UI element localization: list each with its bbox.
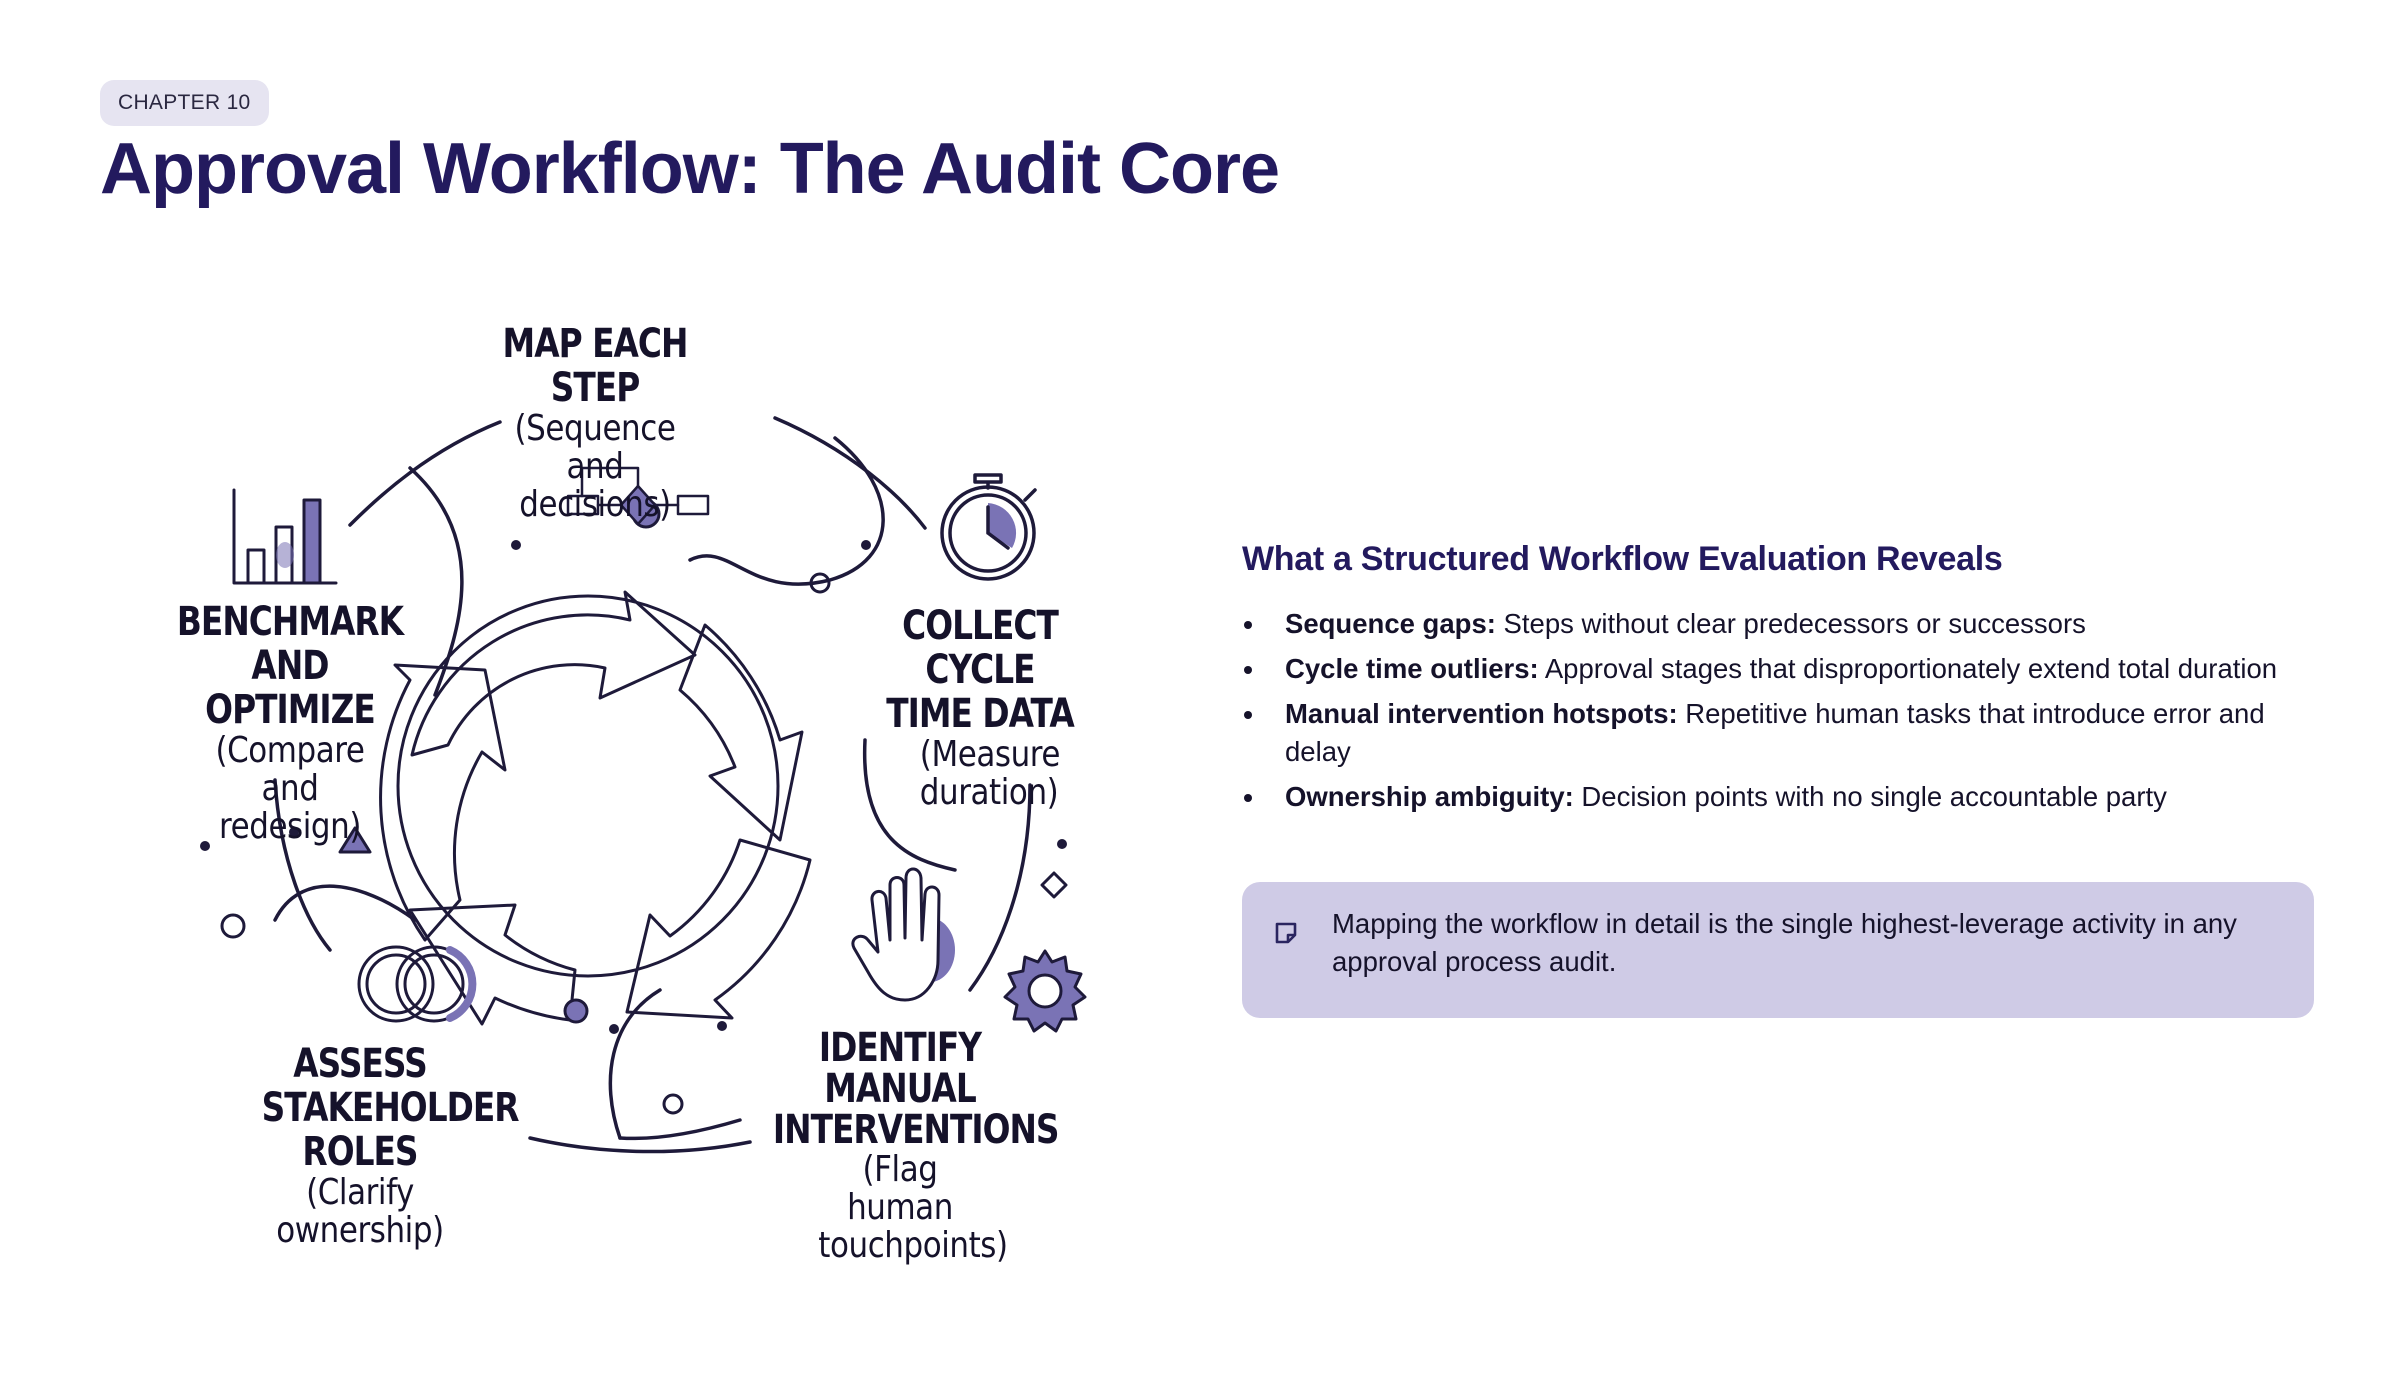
bullet-term: Sequence gaps: — [1285, 608, 1496, 639]
bullet-text: Steps without clear predecessors or succ… — [1495, 608, 2086, 639]
step-title: MAP EACH STEP — [502, 321, 689, 411]
cycle-arrow-left — [379, 663, 507, 942]
evaluation-panel: What a Structured Workflow Evaluation Re… — [1242, 540, 2322, 823]
page-title: Approval Workflow: The Audit Core — [100, 129, 1280, 209]
step-subtitle: (Clarify ownership) — [276, 1172, 444, 1251]
stopwatch-icon — [940, 473, 1037, 581]
list-item: Ownership ambiguity: Decision points wit… — [1242, 778, 2322, 816]
bullet-text: Decision points with no single accountab… — [1573, 781, 2167, 812]
cycle-arrow-bottom-left — [408, 903, 577, 1026]
flowchart-icon — [566, 466, 710, 526]
bullet-term: Cycle time outliers: — [1285, 653, 1539, 684]
list-item: Cycle time outliers: Approval stages tha… — [1242, 650, 2322, 688]
step-title: BENCHMARK AND OPTIMIZE — [176, 599, 404, 733]
rings-icon — [357, 945, 477, 1023]
list-item: Sequence gaps: Steps without clear prede… — [1242, 605, 2322, 643]
step-subtitle: (Flag human touchpoints) — [818, 1149, 1008, 1266]
findings-list: Sequence gaps: Steps without clear prede… — [1242, 605, 2322, 816]
step-collect-cycle-time: COLLECT CYCLE TIME DATA (Measure duratio… — [820, 604, 1140, 812]
callout-text: Mapping the workflow in detail is the si… — [1332, 908, 2237, 977]
bullet-text: Repetitive human tasks that introduce er… — [1285, 698, 2265, 767]
cycle-arrow-bottom-right — [625, 838, 812, 1020]
hand-icon — [851, 867, 955, 1002]
cycle-illustration — [200, 416, 1087, 1154]
bar-chart-icon — [232, 488, 338, 585]
step-title: IDENTIFY MANUAL INTERVENTIONS — [772, 1025, 1060, 1153]
workflow-cycle-diagram: MAP EACH STEP (Sequence and decisions) C… — [130, 300, 1180, 1265]
chapter-badge: CHAPTER 10 — [100, 80, 269, 126]
step-subtitle: (Measure duration) — [919, 734, 1061, 813]
cycle-arrow-top — [410, 590, 697, 757]
note-icon — [1275, 922, 1297, 944]
cycle-arrow-right — [678, 623, 804, 842]
step-benchmark-optimize: BENCHMARK AND OPTIMIZE (Compare and rede… — [130, 600, 450, 846]
gear-icon — [1003, 949, 1087, 1033]
step-title: COLLECT CYCLE TIME DATA — [886, 603, 1074, 737]
step-subtitle: (Compare and redesign) — [215, 730, 365, 847]
bullet-term: Manual intervention hotspots: — [1285, 698, 1678, 729]
bullet-term: Ownership ambiguity: — [1285, 781, 1574, 812]
bullet-text: Approval stages that disproportionately … — [1538, 653, 2278, 684]
step-assess-stakeholder: ASSESS STAKEHOLDER ROLES (Clarify owners… — [205, 1041, 520, 1251]
panel-heading: What a Structured Workflow Evaluation Re… — [1242, 540, 2003, 578]
list-item: Manual intervention hotspots: Repetitive… — [1242, 695, 2322, 771]
key-insight-callout: Mapping the workflow in detail is the si… — [1242, 882, 2314, 1018]
step-map-each-step: MAP EACH STEP (Sequence and decisions) — [450, 322, 740, 524]
step-identify-manual: IDENTIFY MANUAL INTERVENTIONS (Flag huma… — [745, 1025, 1060, 1266]
outer-swirls — [273, 416, 1032, 1154]
inner-ring — [396, 594, 780, 978]
cycle-arrows-ring — [379, 590, 812, 1026]
step-subtitle: (Sequence and decisions) — [514, 408, 676, 525]
step-title: ASSESS STAKEHOLDER ROLES — [261, 1041, 520, 1175]
